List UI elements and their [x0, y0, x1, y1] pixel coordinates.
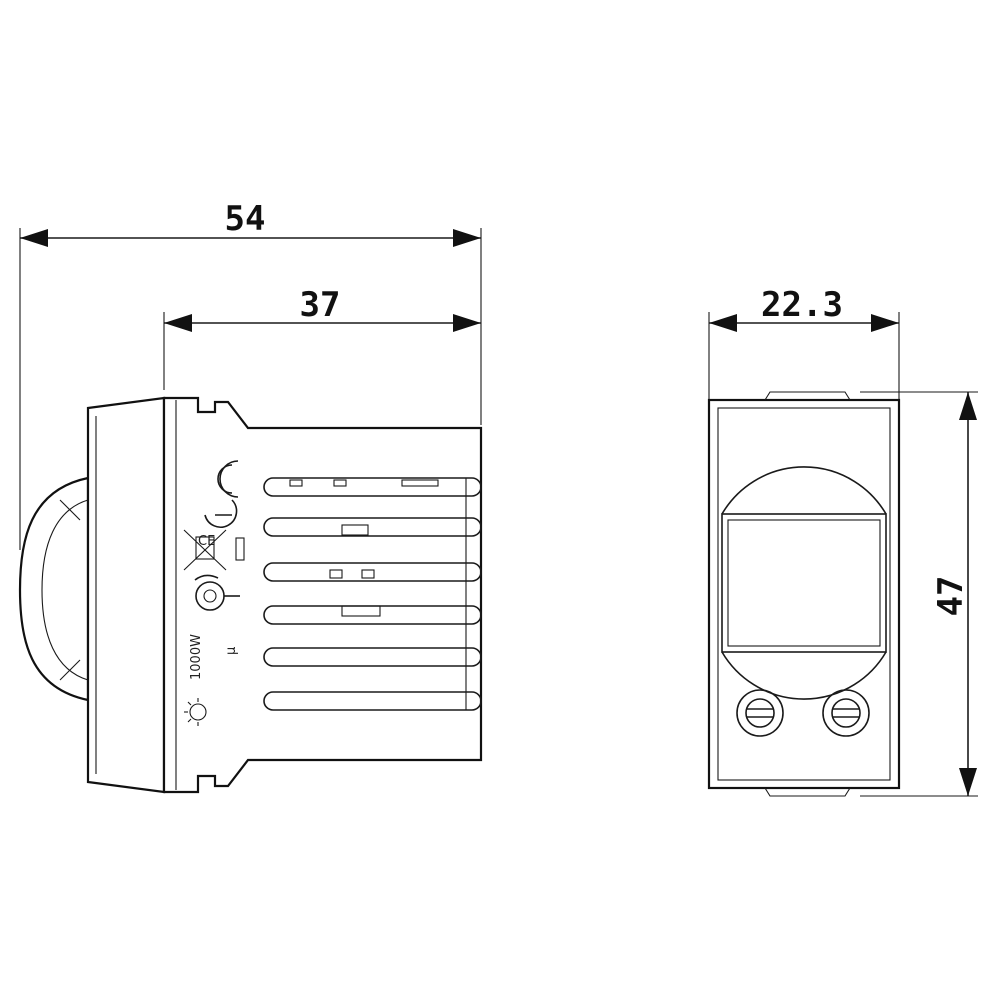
dimension-label-height: 47 [931, 576, 971, 617]
front-plate [86, 396, 166, 794]
dimension-label-overall-depth: 54 [225, 199, 266, 239]
dimension-body-depth: 37 [164, 285, 481, 332]
side-view: 54 37 [18, 199, 483, 794]
dimension-height: 47 [931, 392, 977, 796]
sensor-body [162, 396, 483, 794]
symbol-mu-label: μ [224, 647, 239, 655]
dimension-width: 22.3 [709, 285, 899, 332]
adjustment-screw-right [822, 689, 870, 737]
ce-mark-icon: CE [198, 460, 239, 549]
front-view: 22.3 47 [707, 285, 978, 797]
approval-mark-icon [194, 574, 240, 611]
ce-mark-text: CE [198, 534, 215, 549]
front-housing [707, 398, 901, 790]
dimension-label-width: 22.3 [761, 285, 843, 325]
ventilation-slots [263, 477, 482, 711]
adjustment-screw-left [736, 689, 784, 737]
dimension-label-body-depth: 37 [300, 285, 341, 325]
lens-window [721, 466, 887, 700]
power-rating-label: 1000W [189, 634, 204, 680]
sensor-dome [18, 476, 90, 702]
lamp-icon [184, 698, 207, 726]
dimension-overall-depth: 54 [20, 199, 481, 247]
weee-bin-icon [183, 529, 245, 571]
